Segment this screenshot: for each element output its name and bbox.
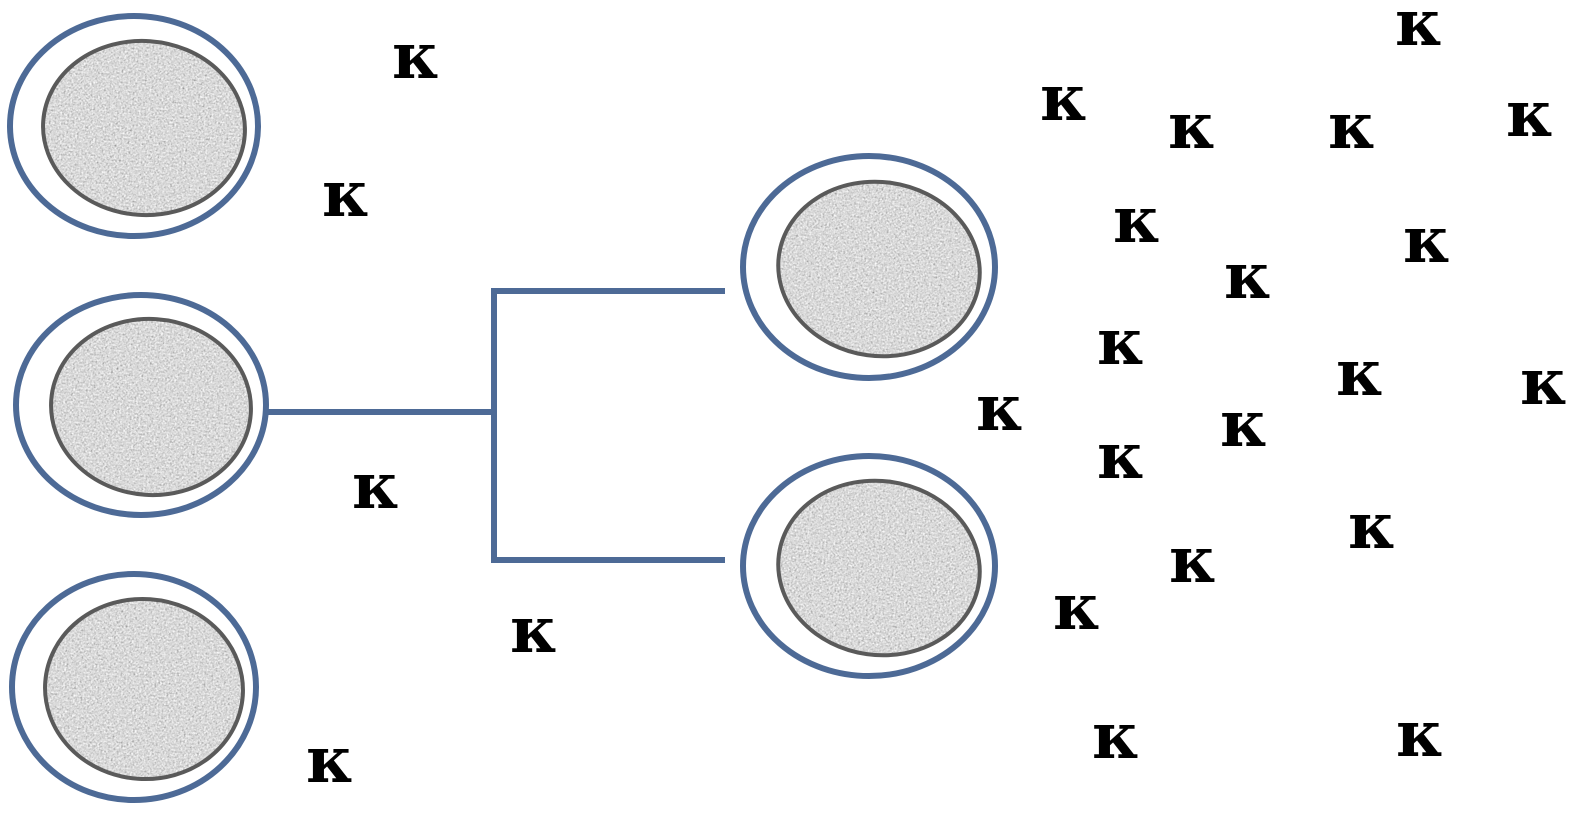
kappa-symbol: κ xyxy=(1224,239,1272,314)
kappa-symbol: κ xyxy=(1113,183,1161,258)
cell-right-top xyxy=(740,153,998,381)
kappa-symbol: κ xyxy=(306,723,354,798)
division-connector xyxy=(263,288,725,563)
cells-group xyxy=(7,13,998,803)
kappa-symbol: κ xyxy=(1328,89,1376,164)
cell-nucleus-border xyxy=(41,38,247,218)
cell-left-bottom xyxy=(9,571,259,803)
kappa-symbol: κ xyxy=(392,19,440,94)
cell-nucleus xyxy=(45,598,243,780)
kappa-symbol: κ xyxy=(1040,61,1088,136)
cell-nucleus-border xyxy=(776,179,982,359)
kappa-symbol: κ xyxy=(1092,699,1140,774)
kappa-symbol: κ xyxy=(1395,0,1443,61)
kappa-symbol: κ xyxy=(1097,419,1145,494)
cell-nucleus xyxy=(778,181,980,357)
kappa-symbol: κ xyxy=(1169,523,1217,598)
cell-right-bottom xyxy=(740,453,998,679)
kappa-symbol: κ xyxy=(976,371,1024,446)
cell-nucleus-border xyxy=(49,316,253,498)
cell-nucleus-border xyxy=(776,478,982,658)
cell-nucleus xyxy=(43,40,245,216)
kappa-symbol: κ xyxy=(1396,697,1444,772)
kappa-symbol: κ xyxy=(1348,489,1396,564)
cell-nucleus-border xyxy=(43,596,245,782)
kappa-symbol: κ xyxy=(1220,387,1268,462)
kappa-symbol: κ xyxy=(322,157,370,232)
cell-nucleus xyxy=(778,480,980,656)
kappa-symbol: κ xyxy=(1520,345,1568,420)
kappa-symbol: κ xyxy=(1403,203,1451,278)
cell-nucleus xyxy=(51,318,251,496)
kappa-symbol: κ xyxy=(1053,570,1101,645)
kappa-symbol: κ xyxy=(1336,336,1384,411)
kappa-symbol: κ xyxy=(1097,305,1145,380)
cell-left-middle xyxy=(13,292,269,518)
cell-left-top xyxy=(7,13,261,239)
kappa-symbol: κ xyxy=(1506,77,1554,152)
kappa-symbol: κ xyxy=(510,593,558,668)
kappa-symbol: κ xyxy=(1168,89,1216,164)
kappa-symbol: κ xyxy=(352,449,400,524)
